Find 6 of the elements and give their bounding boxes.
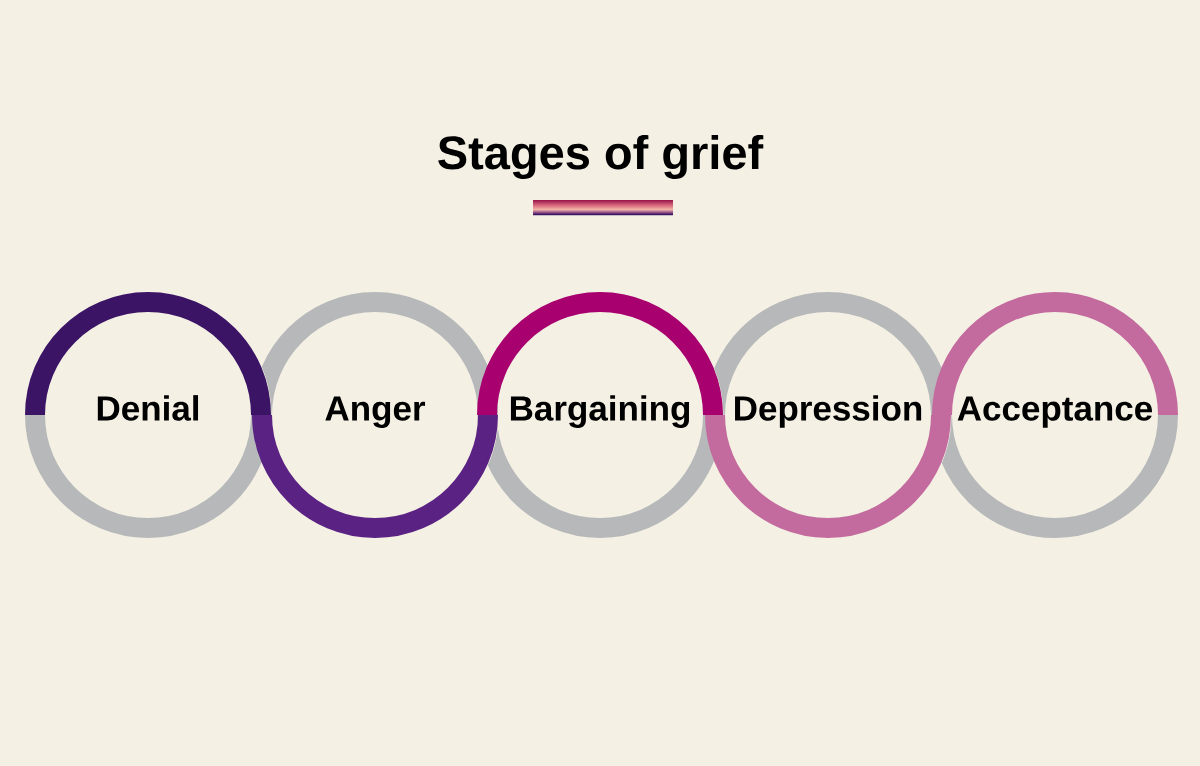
stage-ring: Denial bbox=[25, 292, 271, 538]
stage-ring: Depression bbox=[705, 292, 951, 538]
title: Stages of grief bbox=[438, 134, 764, 179]
stage-ring: Bargaining bbox=[477, 292, 723, 538]
stage-ring: Acceptance bbox=[932, 292, 1178, 538]
stage-ring: Anger bbox=[252, 292, 498, 538]
